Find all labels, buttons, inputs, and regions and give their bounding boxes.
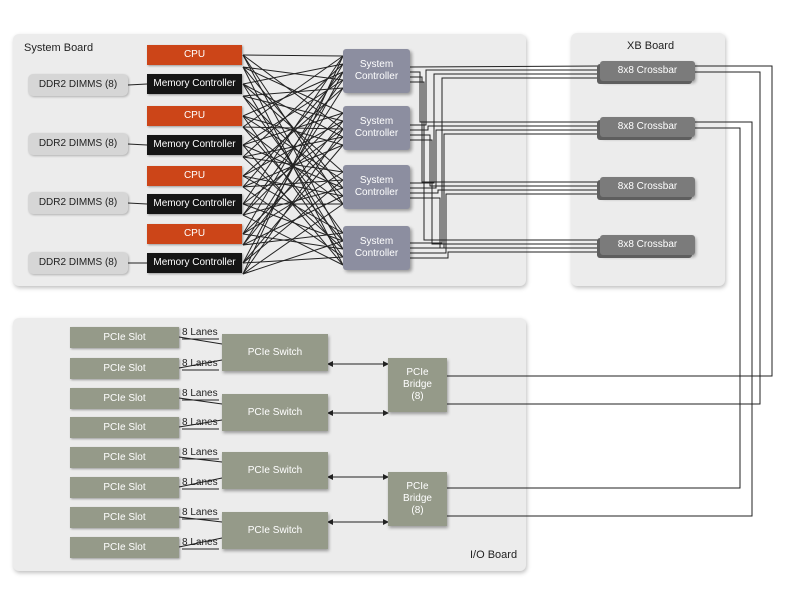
system-controller-3: System Controller	[343, 226, 410, 270]
slot-switch-wire-3	[178, 419, 223, 428]
mesh-wire	[242, 63, 344, 158]
mesh-wire	[242, 55, 344, 275]
memory-controller-0: Memory Controller	[147, 74, 242, 94]
sc-xb-wire	[410, 193, 600, 254]
pcie-switch-2: PCIe Switch	[222, 452, 328, 489]
system-controller-2-label: System Controller	[354, 175, 399, 198]
pcie-slot-2: PCIe Slot	[70, 388, 179, 409]
xb-bridge-wire-1	[447, 71, 761, 405]
mesh-wire	[242, 95, 344, 197]
pcie-slot-7: PCIe Slot	[70, 537, 179, 558]
cpu-0: CPU	[147, 45, 242, 65]
system-controller-1-label: System Controller	[354, 116, 399, 139]
sc-xb-wire	[410, 129, 600, 189]
pcie-slot-3: PCIe Slot	[70, 417, 179, 438]
lane-label-2: 8 Lanes	[182, 388, 218, 399]
memory-controller-1: Memory Controller	[147, 135, 242, 155]
crossbar-2: 8x8 Crossbar	[600, 177, 695, 197]
sc-xb-wire	[410, 133, 600, 249]
mesh-wire	[242, 79, 344, 216]
pcie-bridge-1: PCIe Bridge (8)	[388, 472, 447, 526]
mesh-wire	[242, 144, 344, 264]
crossbar-3: 8x8 Crossbar	[600, 235, 695, 255]
lane-label-4: 8 Lanes	[182, 447, 218, 458]
crossbar-0: 8x8 Crossbar	[600, 61, 695, 81]
dimm-wire-2	[127, 202, 148, 205]
memory-controller-3: Memory Controller	[147, 253, 242, 273]
dimm-3: DDR2 DIMMS (8)	[28, 252, 128, 274]
system-controller-0: System Controller	[343, 49, 410, 93]
xb-bridge-wire-2	[447, 121, 753, 517]
lane-label-1: 8 Lanes	[182, 358, 218, 369]
mesh-wire	[242, 55, 344, 205]
pcie-slot-6: PCIe Slot	[70, 507, 179, 528]
pcie-slot-5: PCIe Slot	[70, 477, 179, 498]
sc-xb-wire	[410, 71, 600, 123]
pcie-bridge-1-label: PCIe Bridge (8)	[403, 481, 432, 516]
cpu-2: CPU	[147, 166, 242, 186]
slot-switch-wire-2	[178, 397, 223, 405]
sc-xb-wire	[410, 73, 600, 184]
sc-xb-wire	[410, 125, 600, 131]
mesh-wire	[242, 55, 344, 128]
sc-xb-wire	[410, 197, 600, 249]
pcie-slot-1: PCIe Slot	[70, 358, 179, 379]
lane-label-7: 8 Lanes	[182, 537, 218, 548]
system-controller-2: System Controller	[343, 165, 410, 209]
sc-xb-wire	[409, 65, 601, 68]
sc-xb-wire	[410, 81, 600, 241]
mesh-wire	[242, 71, 344, 264]
mesh-wire	[242, 120, 344, 246]
pcie-switch-0: PCIe Switch	[222, 334, 328, 371]
slot-switch-wire-5	[178, 477, 223, 488]
lane-label-5: 8 Lanes	[182, 477, 218, 488]
dimm-1: DDR2 DIMMS (8)	[28, 133, 128, 155]
lane-label-0: 8 Lanes	[182, 327, 218, 338]
mesh-wire	[242, 128, 344, 275]
lane-label-3: 8 Lanes	[182, 417, 218, 428]
slot-switch-wire-0	[178, 336, 223, 345]
system-controller-3-label: System Controller	[354, 236, 399, 259]
cpu-1: CPU	[147, 106, 242, 126]
sc-xb-wire	[410, 139, 600, 245]
slot-switch-wire-1	[178, 359, 223, 369]
system-controller-0-label: System Controller	[354, 59, 399, 82]
xb-bridge-wire-0	[447, 65, 773, 377]
pcie-switch-1: PCIe Switch	[222, 394, 328, 431]
cpu-3: CPU	[147, 224, 242, 244]
xb-board-label: XB Board	[627, 40, 675, 52]
slot-switch-wire-7	[178, 537, 223, 548]
mesh-wire	[242, 240, 344, 275]
mesh-wire	[242, 54, 344, 57]
mesh-wire	[242, 126, 344, 130]
dimm-2: DDR2 DIMMS (8)	[28, 192, 128, 214]
xb-bridge-wire-3	[447, 127, 741, 489]
pcie-bridge-0-label: PCIe Bridge (8)	[403, 367, 432, 402]
crossbar-1: 8x8 Crossbar	[600, 117, 695, 137]
lane-label-6: 8 Lanes	[182, 507, 218, 518]
memory-controller-2: Memory Controller	[147, 194, 242, 214]
dimm-wire-1	[127, 143, 148, 146]
sc-xb-wire	[410, 251, 600, 259]
sc-xb-wire	[410, 189, 600, 194]
pcie-slot-0: PCIe Slot	[70, 327, 179, 348]
sc-xb-wire	[410, 134, 600, 187]
pcie-slot-4: PCIe Slot	[70, 447, 179, 468]
dimm-wire-0	[127, 83, 148, 86]
pcie-switch-3: PCIe Switch	[222, 512, 328, 549]
mesh-wire	[242, 95, 344, 122]
mesh-wire	[242, 203, 344, 275]
dimm-0: DDR2 DIMMS (8)	[28, 74, 128, 96]
system-board-label: System Board	[24, 42, 94, 54]
io-board-label: I/O Board	[470, 549, 518, 561]
sc-xb-wire	[410, 69, 600, 126]
mesh-wire	[242, 66, 344, 114]
sc-xb-wire	[410, 77, 600, 244]
system-controller-1: System Controller	[343, 106, 410, 150]
pcie-bridge-0: PCIe Bridge (8)	[388, 358, 447, 412]
